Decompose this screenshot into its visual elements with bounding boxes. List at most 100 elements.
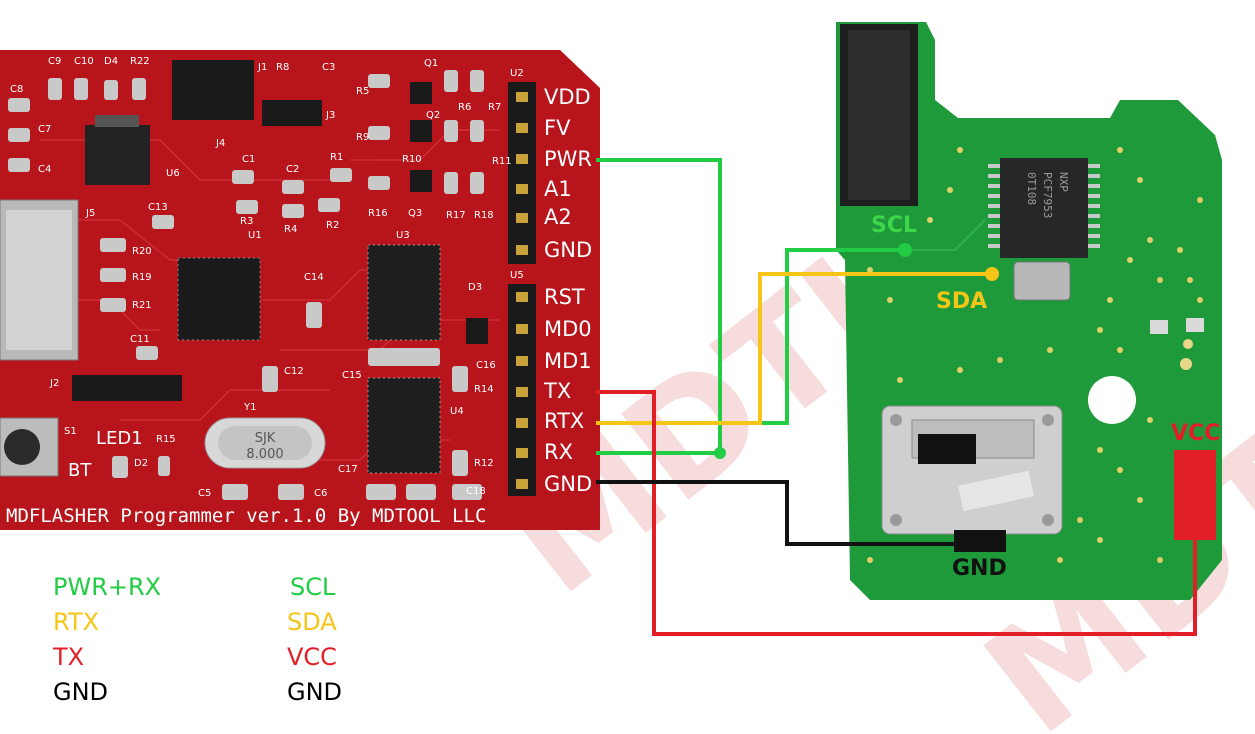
label-r17: R17 xyxy=(446,210,466,221)
label-d3: D3 xyxy=(468,282,482,293)
label-c10: C10 xyxy=(74,56,94,67)
wires xyxy=(596,158,1197,636)
target-label-vcc: VCC xyxy=(1171,421,1220,446)
mounting-hole xyxy=(1088,376,1136,424)
target-chip-text: NXP PCF7953 0T108 xyxy=(1025,172,1070,218)
target-chip-text-2: PCF7953 xyxy=(1041,172,1054,218)
pin-label-fv: FV xyxy=(544,116,571,140)
label-u1: U1 xyxy=(248,230,262,241)
legend-left-item: RTX xyxy=(53,608,100,636)
target-chip-text-1: NXP xyxy=(1057,172,1070,192)
header-pin xyxy=(516,245,528,255)
label-c17: C17 xyxy=(338,464,358,475)
label-d2: D2 xyxy=(134,458,148,469)
vcc-pad xyxy=(1174,450,1216,540)
target-label-scl: SCL xyxy=(871,213,917,238)
via xyxy=(1157,557,1163,563)
label-c16: C16 xyxy=(476,360,496,371)
target-crystal xyxy=(1013,261,1071,301)
label-j3: J3 xyxy=(325,110,335,121)
label-r5: R5 xyxy=(356,86,369,97)
legend-left-item: PWR+RX xyxy=(53,573,162,601)
junction-dot xyxy=(714,447,726,459)
label-c12: C12 xyxy=(284,366,304,377)
pin-label-a2: A2 xyxy=(544,205,572,229)
via xyxy=(1177,247,1183,253)
via xyxy=(1137,177,1143,183)
label-r9: R9 xyxy=(356,132,369,143)
chip-u4 xyxy=(367,377,441,474)
legend-right-item: SDA xyxy=(287,608,337,636)
pin-labels: VDD FV PWR A1 A2 GND RST MD0 MD1 TX RTX … xyxy=(543,85,592,496)
scl-dot xyxy=(898,243,912,257)
label-c18: C18 xyxy=(466,486,486,497)
pin-label-rx: RX xyxy=(544,440,573,464)
label-r11: R11 xyxy=(492,156,512,167)
label-j5: J5 xyxy=(85,208,95,219)
pin-label-a1: A1 xyxy=(544,177,572,201)
pin-label-pwr: PWR xyxy=(544,147,592,171)
header-pin xyxy=(516,92,528,102)
via xyxy=(1147,417,1153,423)
label-r7: R7 xyxy=(488,102,501,113)
target-chip-pins xyxy=(988,164,1100,248)
label-r19: R19 xyxy=(132,272,152,283)
via xyxy=(1117,347,1123,353)
label-u6: U6 xyxy=(166,168,180,179)
label-c14: C14 xyxy=(304,272,324,283)
label-q3: Q3 xyxy=(408,208,422,219)
via xyxy=(927,217,933,223)
component-labels: C9 C10 D4 R22 C8 C7 C4 J1 R8 C3 J3 J4 Q1… xyxy=(10,56,524,499)
pin-label-vdd: VDD xyxy=(544,85,591,109)
label-c15: C15 xyxy=(342,370,362,381)
label-c13: C13 xyxy=(148,202,168,213)
legend-left-item: TX xyxy=(53,643,85,671)
wire-rtx-to-sda xyxy=(596,272,992,425)
via xyxy=(1197,197,1203,203)
label-c4: C4 xyxy=(38,164,51,175)
label-r2: R2 xyxy=(326,220,339,231)
legend-left-item: GND xyxy=(53,678,109,706)
target-chip xyxy=(1000,158,1088,258)
label-r10: R10 xyxy=(402,154,422,165)
via xyxy=(957,367,963,373)
legend-right-item: SCL xyxy=(290,573,336,601)
label-r1: R1 xyxy=(330,152,343,163)
programmer-board: SJK 8.000 xyxy=(0,50,600,530)
jumper-j3 xyxy=(262,100,322,126)
label-r4: R4 xyxy=(284,224,297,235)
label-u5: U5 xyxy=(510,270,524,281)
header-pin xyxy=(516,387,528,397)
via xyxy=(897,377,903,383)
via xyxy=(1097,537,1103,543)
header-pin xyxy=(516,479,528,489)
label-c5: C5 xyxy=(198,488,211,499)
via xyxy=(1047,347,1053,353)
label-r16: R16 xyxy=(368,208,388,219)
label-r20: R20 xyxy=(132,246,152,257)
regulator-u6 xyxy=(85,125,150,185)
label-q1: Q1 xyxy=(424,58,438,69)
via xyxy=(1137,497,1143,503)
crystal-text-2: 8.000 xyxy=(246,447,283,462)
pin-label-rst: RST xyxy=(544,285,585,309)
crystal-text-1: SJK xyxy=(255,431,276,446)
transistor-q1 xyxy=(410,82,432,104)
diode-d3 xyxy=(466,318,488,344)
legend-right-item: VCC xyxy=(287,643,337,671)
label-c7: C7 xyxy=(38,124,51,135)
label-r3: R3 xyxy=(240,216,253,227)
header-pin xyxy=(516,213,528,223)
header-pin xyxy=(516,184,528,194)
pin-label-md0: MD0 xyxy=(544,317,592,341)
header-pin xyxy=(516,356,528,366)
label-u2: U2 xyxy=(510,68,524,79)
label-j4: J4 xyxy=(215,138,225,149)
via xyxy=(1077,517,1083,523)
label-r6: R6 xyxy=(458,102,471,113)
pin-label-md1: MD1 xyxy=(544,349,592,373)
programmer-title: MDFLASHER Programmer ver.1.0 By MDTOOL L… xyxy=(6,505,486,527)
target-chip-text-3: 0T108 xyxy=(1025,172,1038,205)
via xyxy=(1147,237,1153,243)
